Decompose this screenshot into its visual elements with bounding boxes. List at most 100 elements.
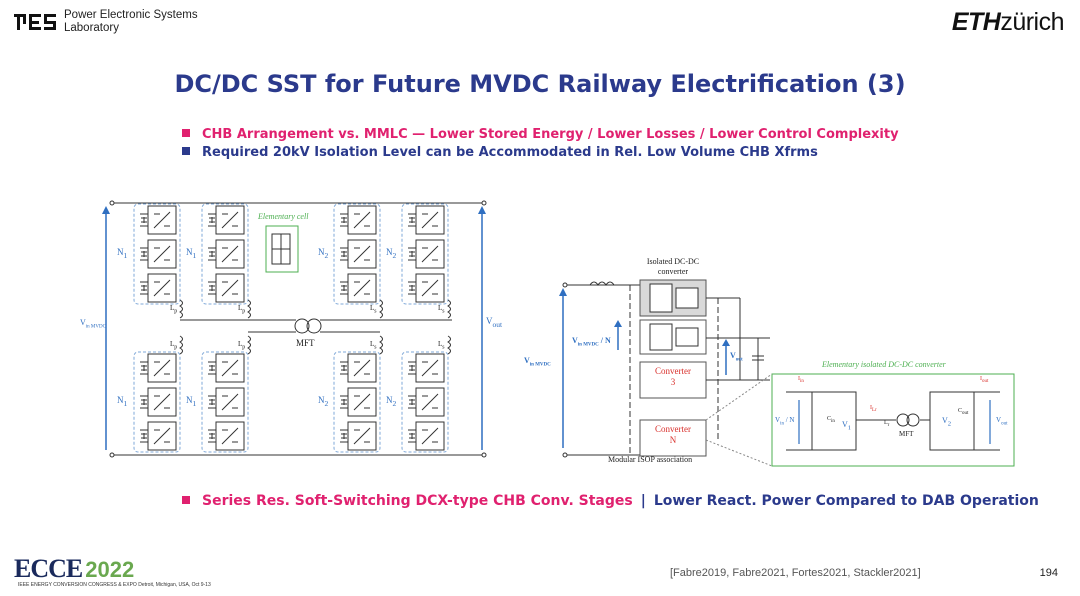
cin-label: Cin xyxy=(827,416,835,424)
bottom-bullet-separator: | xyxy=(640,493,646,509)
n2-label-sub: 2 xyxy=(392,250,397,260)
vin-per-n-label: Vin MVDC / N xyxy=(572,336,611,348)
bullet-square-icon xyxy=(182,129,190,137)
isop-converter-diagram xyxy=(559,279,1015,467)
inset-vout-text: V xyxy=(996,416,1002,424)
ls-label-sub: s xyxy=(442,344,445,351)
n1-label-text: N xyxy=(117,395,124,405)
vout-label-text: V xyxy=(486,316,493,326)
bullet-text-1: CHB Arrangement vs. MMLC — Lower Stored … xyxy=(202,127,899,142)
vout-label-sub: out xyxy=(492,319,503,329)
iin-label: Iin xyxy=(798,376,804,384)
lp-label-text: L xyxy=(170,340,175,348)
isolated-dcdc-line1: Isolated DC-DC xyxy=(646,257,700,266)
iin-sub: in xyxy=(800,379,804,385)
page-number: 194 xyxy=(1039,567,1058,579)
vout-label-right: Vout xyxy=(730,351,743,363)
n2-label-bottom-b: N2 xyxy=(386,395,396,408)
elementary-cell-label: Elementary cell xyxy=(258,212,309,221)
converter-3-line2: 3 xyxy=(670,377,676,387)
slide-title: DC/DC SST for Future MVDC Railway Electr… xyxy=(174,70,906,98)
n2-label-bottom-a: N2 xyxy=(318,395,328,408)
v2-text: V xyxy=(942,416,948,425)
inset-vin-label: Vin / N xyxy=(775,416,794,426)
n2-label-sub: 2 xyxy=(392,398,397,408)
iout-sub: out xyxy=(982,379,989,385)
isolated-dcdc-line2: converter xyxy=(657,267,689,276)
ecce-logo-year: 2022 xyxy=(85,557,135,582)
isop-label: Modular ISOP association xyxy=(608,455,693,464)
cin-text: C xyxy=(827,416,832,422)
bullet-square-icon xyxy=(182,147,190,155)
lp-label-text: L xyxy=(170,304,175,312)
n2-label-text: N xyxy=(386,247,393,257)
lp-label-d: Lp xyxy=(238,340,245,350)
iout-text: I xyxy=(980,376,982,382)
converter-n-box: Converter N xyxy=(640,424,706,446)
bullet-text-2: Required 20kV Isolation Level can be Acc… xyxy=(202,145,818,160)
itx-label: ILr xyxy=(870,405,877,413)
bullet-list: CHB Arrangement vs. MMLC — Lower Stored … xyxy=(182,126,899,162)
isolated-dcdc-label: Isolated DC-DC converter xyxy=(636,257,710,277)
ls-label-c: Ls xyxy=(370,340,377,350)
cin-sub: in xyxy=(831,419,835,425)
n1-label-sub: 1 xyxy=(123,398,128,408)
bottom-bullet: Series Res. Soft-Switching DCX-type CHB … xyxy=(182,493,1039,509)
vout-label-text: V xyxy=(730,351,736,360)
lp-label-text: L xyxy=(238,304,243,312)
chb-arrangement-diagram xyxy=(102,200,487,458)
lab-name: Power Electronic Systems Laboratory xyxy=(64,9,198,35)
cout-sub: out xyxy=(962,411,969,417)
v2-label: V2 xyxy=(942,416,951,428)
ls-label-text: L xyxy=(370,340,375,348)
elementary-isolated-label: Elementary isolated DC-DC converter xyxy=(822,360,946,369)
bottom-bullet-part-a: Series Res. Soft-Switching DCX-type CHB … xyxy=(202,493,633,509)
lr-text: L xyxy=(884,420,888,426)
eth-logo: ETHzürich xyxy=(951,8,1065,37)
vin-label-sub: in MVDC xyxy=(529,362,551,368)
n1-label-sub: 1 xyxy=(123,250,128,260)
vin-mvdc-label-left: Vin MVDC xyxy=(80,318,106,330)
n2-label-sub: 2 xyxy=(324,398,329,408)
iout-label: Iout xyxy=(980,376,988,384)
lp-label-c: Lp xyxy=(170,340,177,350)
ls-label-sub: s xyxy=(442,308,445,315)
lp-label-text: L xyxy=(238,340,243,348)
inset-vin-text: V xyxy=(775,416,781,424)
pes-logo-mark xyxy=(14,12,58,34)
v1-text: V xyxy=(842,420,848,429)
eth-logo-bold: ETH xyxy=(951,8,1001,36)
n1-label-text: N xyxy=(117,247,124,257)
vin-mvdc-label-right: Vin MVDC xyxy=(524,356,551,368)
n2-label-top-a: N2 xyxy=(318,247,328,260)
iin-text: I xyxy=(798,376,800,382)
ls-label-b: Ls xyxy=(438,304,445,314)
converter-3-line1: Converter xyxy=(655,366,691,376)
cout-text: C xyxy=(958,408,963,414)
ls-label-d: Ls xyxy=(438,340,445,350)
ls-label-text: L xyxy=(370,304,375,312)
v1-label: V1 xyxy=(842,420,851,432)
bullet-square-icon xyxy=(182,496,190,504)
n1-label-sub: 1 xyxy=(192,250,197,260)
n2-label-text: N xyxy=(386,395,393,405)
n1-label-bottom-b: N1 xyxy=(186,395,196,408)
lr-sub: r xyxy=(887,423,890,429)
ls-label-text: L xyxy=(438,304,443,312)
references: [Fabre2019, Fabre2021, Fortes2021, Stack… xyxy=(670,567,921,579)
n1-label-sub: 1 xyxy=(192,398,197,408)
cout-label: Cout xyxy=(958,408,968,416)
lr-label: Lr xyxy=(884,420,889,428)
eth-logo-rest: zürich xyxy=(1000,8,1064,36)
mft-label-right: MFT xyxy=(899,430,914,438)
itx-text: I xyxy=(870,405,872,411)
inset-vout-label: Vout xyxy=(996,416,1007,426)
converter-n-line2: N xyxy=(669,435,677,445)
lp-label-sub: p xyxy=(174,344,178,351)
vin-n-sub: in MVDC xyxy=(577,342,599,348)
n1-label-bottom-a: N1 xyxy=(117,395,127,408)
ecce-logo-text: ECCE xyxy=(14,554,83,583)
lp-label-sub: p xyxy=(242,308,246,315)
